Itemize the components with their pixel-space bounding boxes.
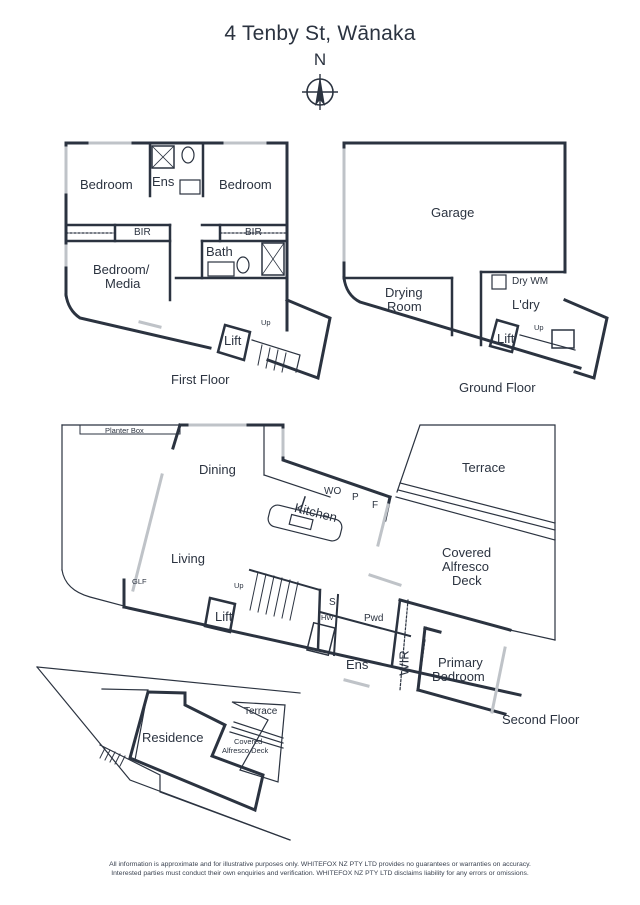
room-label-lift-first: Lift bbox=[224, 333, 242, 348]
first-floor-walls bbox=[64, 141, 332, 381]
room-label-bedroom-2: Bedroom bbox=[219, 177, 272, 192]
stair-up-label-first: Up bbox=[261, 318, 271, 327]
room-label-wir: WIR bbox=[396, 650, 412, 676]
page-title: 4 Tenby St, Wānaka bbox=[224, 22, 416, 45]
ground-floor-walls bbox=[342, 141, 609, 380]
floor-label-first: First Floor bbox=[171, 372, 230, 387]
room-label-ensuite: Ens bbox=[152, 174, 175, 189]
label-wall-oven: WO bbox=[324, 486, 342, 497]
room-label-covered-line3: Deck bbox=[452, 573, 482, 588]
room-label-covered-line1: Covered bbox=[442, 545, 492, 560]
room-label-bir-2: BIR bbox=[245, 227, 262, 238]
room-label-living: Living bbox=[171, 551, 205, 566]
room-label-lift-ground: Lift bbox=[497, 331, 515, 346]
room-label-terrace: Terrace bbox=[462, 460, 506, 475]
site-label-residence: Residence bbox=[142, 730, 204, 745]
floor-label-second: Second Floor bbox=[502, 712, 580, 727]
room-label-drying-line2: Room bbox=[387, 299, 422, 314]
disclaimer-line-1: All information is approximate and for i… bbox=[109, 861, 531, 868]
room-label-dry-wm: Dry WM bbox=[512, 276, 549, 287]
label-pantry: P bbox=[352, 492, 359, 503]
room-label-drying-line1: Drying bbox=[385, 285, 423, 300]
first-floor-windows bbox=[64, 141, 267, 329]
north-arrow-icon bbox=[302, 74, 338, 110]
site-plan bbox=[36, 666, 301, 841]
room-label-covered-line2: Alfresco bbox=[442, 559, 489, 574]
room-label-powder: Pwd bbox=[364, 613, 384, 624]
room-label-ensuite-second: Ens bbox=[346, 657, 369, 672]
residence-outline bbox=[128, 690, 265, 813]
label-fridge: F bbox=[372, 500, 379, 511]
site-label-covered-line2: Alfresco Deck bbox=[222, 746, 269, 755]
room-label-bir-1: BIR bbox=[134, 227, 151, 238]
site-label-covered-line1: Covered bbox=[234, 737, 263, 746]
room-label-bedroom-media-line2: Media bbox=[105, 276, 141, 291]
room-label-bedroom-media-line1: Bedroom/ bbox=[93, 262, 150, 277]
room-label-lift-second: Lift bbox=[215, 609, 233, 624]
compass: N bbox=[296, 50, 344, 112]
label-planter-box: Planter Box bbox=[105, 426, 144, 435]
north-label: N bbox=[313, 50, 327, 69]
room-label-bedroom-1: Bedroom bbox=[80, 177, 133, 192]
room-label-primary-line1: Primary bbox=[438, 655, 483, 670]
label-storage: S bbox=[329, 597, 336, 608]
label-hot-water: HW bbox=[321, 613, 334, 622]
label-glf: GLF bbox=[132, 577, 147, 586]
room-label-laundry: L'dry bbox=[512, 297, 540, 312]
disclaimer-line-2: Interested parties must conduct their ow… bbox=[111, 870, 529, 877]
room-label-bath: Bath bbox=[206, 244, 233, 259]
room-label-garage: Garage bbox=[431, 205, 475, 220]
room-label-dining: Dining bbox=[199, 462, 236, 477]
site-label-terrace: Terrace bbox=[244, 706, 278, 717]
room-label-primary-line2: Bedroom bbox=[432, 669, 485, 684]
stair-up-label-second: Up bbox=[234, 581, 244, 590]
floor-label-ground: Ground Floor bbox=[459, 380, 536, 395]
disclaimer: All information is approximate and for i… bbox=[40, 860, 600, 878]
stair-up-label-ground: Up bbox=[534, 323, 544, 332]
terrace-lines bbox=[395, 424, 556, 641]
